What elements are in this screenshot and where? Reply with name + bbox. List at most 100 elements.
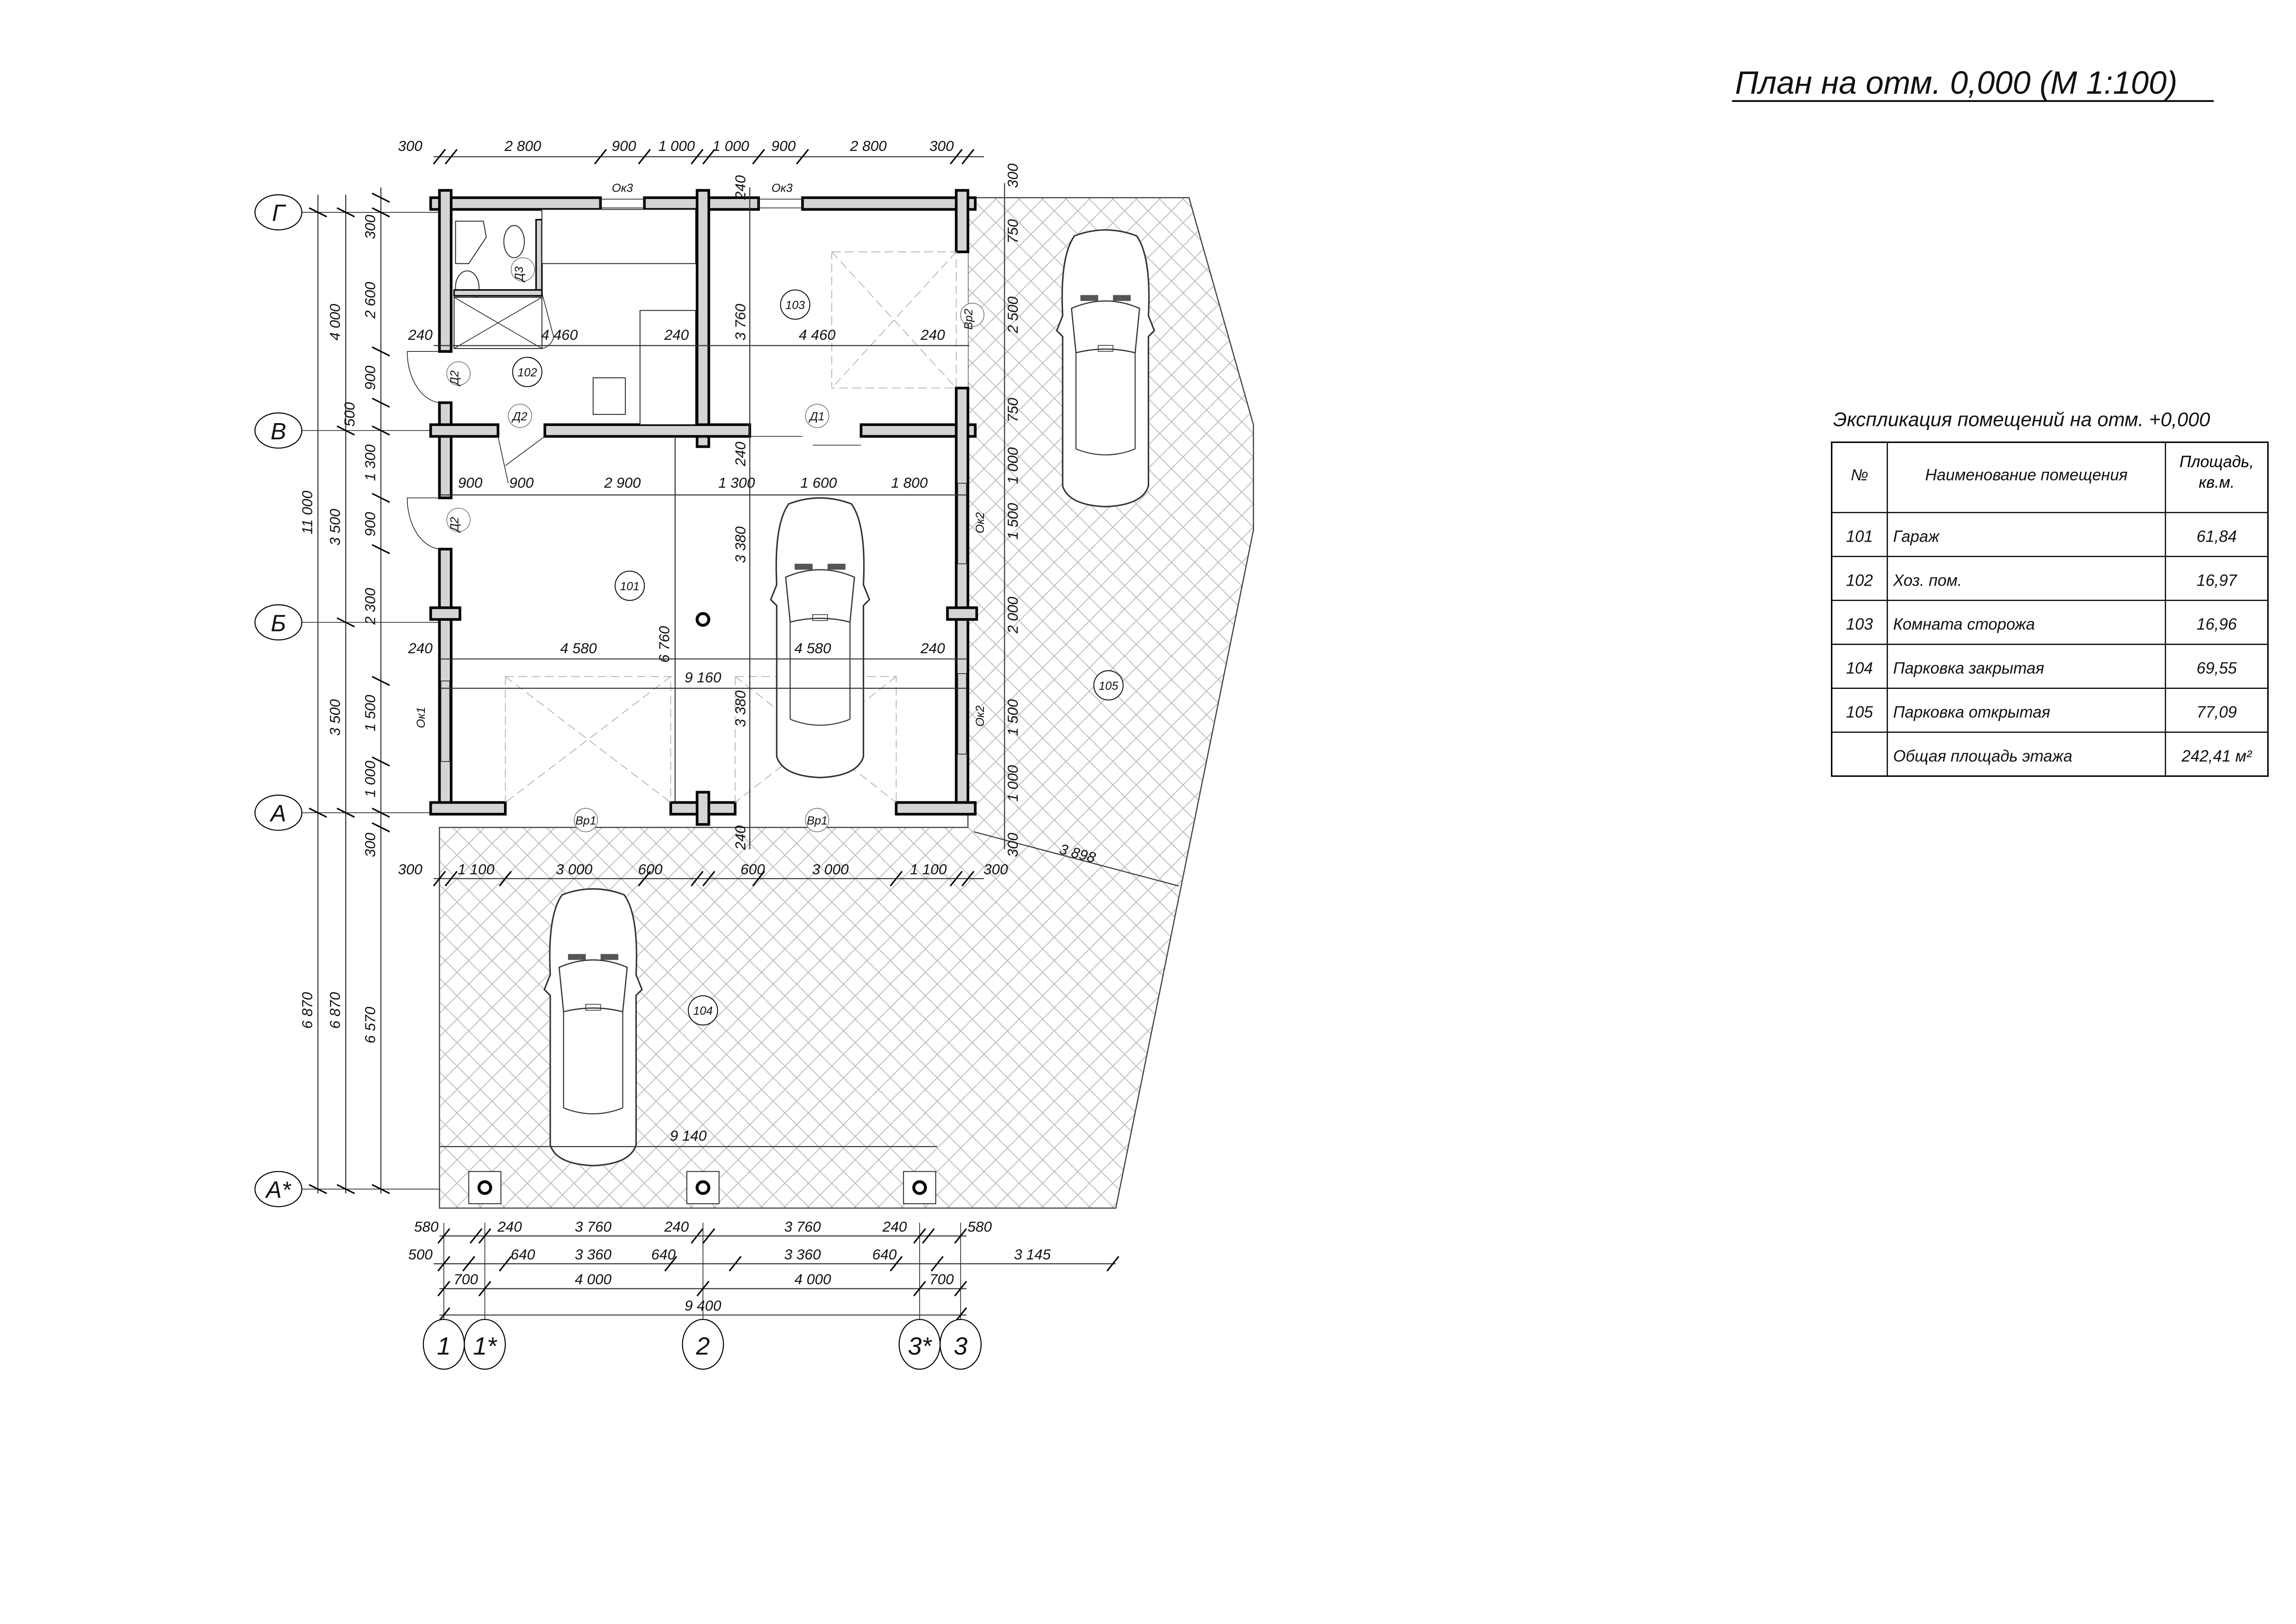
dimension-tick: [444, 871, 458, 887]
row-area: 16,96: [2196, 616, 2237, 633]
dimension-tick: [961, 149, 975, 165]
car-icon: [543, 888, 643, 1167]
dimension-tick: [890, 871, 903, 887]
axis-bubble: [254, 794, 303, 831]
dimension-label: 1 600: [800, 474, 837, 491]
dimension-label: 640: [872, 1246, 897, 1262]
dimension-tick: [433, 149, 446, 165]
dimension-tick: [1106, 1256, 1120, 1272]
axis-bubble: [940, 1318, 982, 1370]
dimension-tick: [702, 149, 716, 165]
dimension-label: 700: [929, 1271, 954, 1287]
dimension-label: 2 800: [850, 137, 887, 154]
dimension-label: 3 760: [575, 1218, 612, 1235]
dimension-label: 3 360: [575, 1246, 612, 1262]
dimension-label: 700: [454, 1271, 478, 1287]
opening-label: Д2: [511, 410, 528, 423]
dimension-label: 750: [1004, 398, 1021, 422]
row-area: 16,97: [2196, 572, 2238, 589]
dimension-tick: [478, 1228, 492, 1244]
axis-label: 3: [954, 1332, 968, 1360]
dimension-tick: [444, 149, 458, 165]
axis-bubble: [254, 194, 303, 231]
opening-marker: [446, 507, 471, 532]
total-label: Общая площадь этажа: [1893, 748, 2072, 765]
dimension-tick: [372, 675, 390, 686]
opening-marker: [573, 808, 598, 832]
dimension-label: 2 600: [361, 281, 378, 319]
opening-marker: [508, 404, 532, 428]
room-marker: [688, 995, 718, 1026]
dimension-tick: [372, 822, 390, 833]
dimension-tick: [950, 149, 963, 165]
header-name: Наименование помещения: [1925, 467, 2128, 484]
dimension-tick: [913, 1280, 926, 1297]
dimension-label: 4 460: [541, 326, 578, 343]
dimension-label: 9 400: [684, 1297, 722, 1314]
dimension-label: 240: [664, 326, 689, 343]
dimension-label: 9 140: [670, 1127, 707, 1144]
opening-marker: [960, 302, 985, 327]
row-number: 105: [1846, 704, 1873, 721]
room-number: 103: [785, 299, 805, 312]
dimension-tick: [336, 425, 355, 436]
parking-area-hatch: [439, 197, 1254, 1209]
dimension-label: 1 100: [458, 861, 495, 877]
dimension-label: 240: [882, 1218, 907, 1235]
dimension-tick: [437, 1256, 450, 1272]
axis-label: 2: [696, 1332, 710, 1360]
dimension-label: 240: [664, 1218, 689, 1235]
dimension-label: 3 500: [326, 699, 343, 736]
dimension-label: 300: [1004, 832, 1021, 857]
dimension-tick: [728, 1256, 742, 1272]
dimension-label: 6 760: [656, 626, 672, 663]
dimension-label: 580: [414, 1218, 439, 1235]
dimension-label: 500: [341, 402, 358, 426]
dimension-tick: [372, 807, 390, 818]
dimension-label: 9 160: [684, 669, 722, 686]
dimension-tick: [691, 871, 704, 887]
car-icon: [1056, 229, 1155, 508]
opening-marker: [805, 808, 829, 832]
dimension-label: 1 000: [658, 137, 695, 154]
dimension-label: 4 460: [799, 326, 836, 343]
dimension-tick: [696, 1280, 709, 1297]
total-area: 242,41 м²: [2181, 748, 2252, 765]
header-num: №: [1851, 467, 1868, 484]
dimension-label: 3 760: [784, 1218, 821, 1235]
dimension-tick: [691, 149, 704, 165]
dimension-tick: [372, 493, 390, 503]
axis-bubble: [464, 1318, 506, 1370]
room-number: 104: [693, 1005, 713, 1018]
dimension-label: 1 500: [1004, 503, 1021, 540]
doors: [407, 251, 957, 803]
dimension-tick: [437, 1280, 450, 1297]
room-marker: [1093, 670, 1124, 700]
dimension-label: 240: [732, 442, 749, 467]
parking-columns: [468, 1171, 936, 1205]
dimension-label: 240: [497, 1218, 522, 1235]
dimension-label: 750: [1004, 219, 1021, 244]
dimension-label: 4 000: [795, 1271, 832, 1287]
dimension-label: 3 500: [326, 509, 343, 546]
column-marker: [696, 612, 710, 627]
dimension-label: 1 300: [718, 474, 755, 491]
dimension-tick: [691, 1228, 704, 1244]
dimension-label: 640: [510, 1246, 535, 1262]
axis-label: 1*: [473, 1332, 498, 1360]
sheet-title: План на отм. 0,000 (М 1:100): [1735, 64, 2178, 100]
dimension-label: 3 360: [784, 1246, 821, 1262]
dimension-tick: [336, 207, 355, 218]
dimension-tick: [309, 207, 327, 218]
dimension-tick: [336, 617, 355, 628]
dimension-label: 500: [408, 1246, 433, 1262]
axis-bubble: [254, 604, 303, 641]
axis-label: 1: [437, 1332, 451, 1360]
axis-label: Б: [271, 610, 286, 636]
dimension-tick: [954, 1228, 967, 1244]
dimension-label: 600: [638, 861, 663, 877]
dimension-label: 2 000: [1004, 597, 1021, 634]
dimension-tick: [498, 871, 512, 887]
dimension-tick: [931, 1256, 944, 1272]
